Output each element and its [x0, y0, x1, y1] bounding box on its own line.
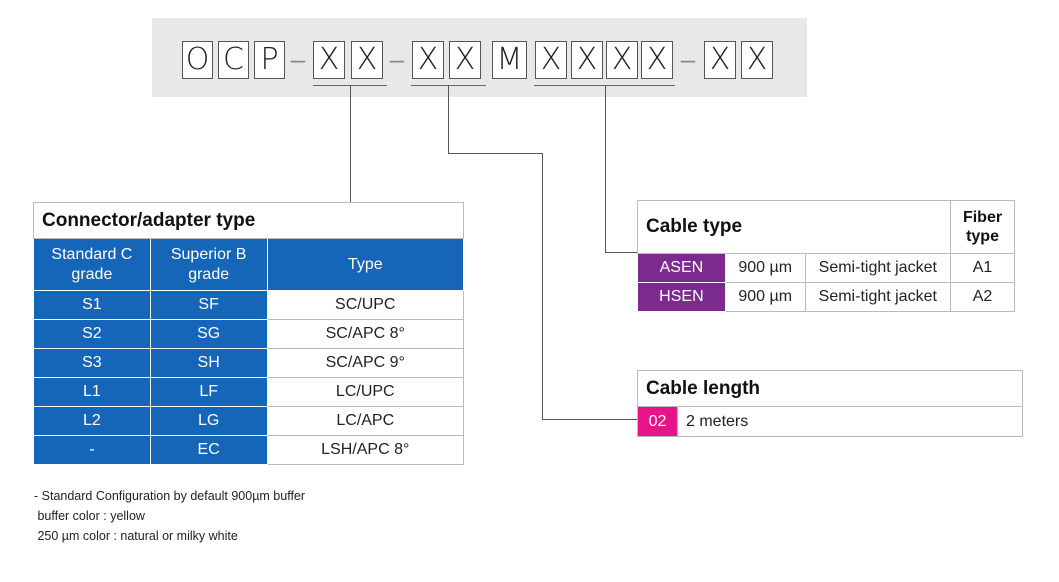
code-char-length-1: X — [412, 41, 444, 79]
code-char-c: C — [218, 41, 249, 79]
jacket-cell: Semi-tight jacket — [804, 253, 952, 283]
length-leader-line — [448, 85, 449, 153]
connector-leader-line — [350, 85, 351, 202]
length-code-cell: 02 — [637, 406, 678, 437]
type-cell: SC/APC 8° — [266, 319, 465, 349]
standard-grade-cell: S2 — [33, 319, 151, 349]
cable-code-cell: HSEN — [637, 282, 726, 312]
code-char-cable-2: X — [571, 41, 603, 79]
standard-grade-cell: L2 — [33, 406, 151, 436]
code-char-p: P — [254, 41, 285, 79]
code-char-last-1: X — [704, 41, 736, 79]
superior-grade-cell: EC — [149, 435, 268, 465]
code-separator: – — [680, 44, 696, 74]
table-row: L1 LF LC/UPC — [33, 377, 465, 407]
table-row: ASEN 900 µm Semi-tight jacket A1 — [637, 253, 1015, 283]
superior-grade-cell: LF — [149, 377, 268, 407]
fiber-type-cell: A2 — [950, 282, 1015, 312]
header-standard-grade: Standard C grade — [33, 238, 151, 291]
length-value-cell: 2 meters — [677, 406, 1023, 437]
connector-table-title: Connector/adapter type — [33, 202, 464, 239]
table-row: 02 2 meters — [637, 406, 1023, 437]
superior-grade-cell: SG — [149, 319, 268, 349]
header-superior-grade: Superior B grade — [149, 238, 268, 291]
code-char-m: M — [492, 41, 527, 79]
type-cell: LC/UPC — [266, 377, 465, 407]
code-char-length-2: X — [449, 41, 481, 79]
table-row: HSEN 900 µm Semi-tight jacket A2 — [637, 282, 1015, 312]
superior-grade-cell: LG — [149, 406, 268, 436]
table-row: - EC LSH/APC 8° — [33, 435, 465, 465]
cable-group-underline — [534, 85, 675, 86]
cable-code-cell: ASEN — [637, 253, 726, 283]
standard-grade-cell: S3 — [33, 348, 151, 378]
superior-grade-cell: SF — [149, 290, 268, 320]
length-leader-line — [542, 419, 638, 420]
header-type: Type — [266, 238, 465, 291]
cable-length-title: Cable length — [637, 370, 1023, 407]
code-char-cable-1: X — [535, 41, 567, 79]
cable-type-title: Cable type — [636, 200, 952, 254]
type-cell: SC/APC 9° — [266, 348, 465, 378]
configuration-notes: - Standard Configuration by default 900µ… — [34, 486, 305, 546]
jacket-cell: Semi-tight jacket — [804, 282, 952, 312]
code-separator: – — [389, 44, 405, 74]
table-row: S3 SH SC/APC 9° — [33, 348, 465, 378]
code-char-connector-2: X — [351, 41, 383, 79]
type-cell: LC/APC — [266, 406, 465, 436]
table-row: L2 LG LC/APC — [33, 406, 465, 436]
table-row: S1 SF SC/UPC — [33, 290, 465, 320]
type-cell: LSH/APC 8° — [266, 435, 465, 465]
standard-grade-cell: - — [33, 435, 151, 465]
buffer-size-cell: 900 µm — [724, 253, 806, 283]
length-leader-line — [542, 153, 543, 420]
code-separator: – — [290, 44, 306, 74]
fiber-type-header: Fiber type — [950, 200, 1015, 254]
note-line: buffer color : yellow — [34, 509, 145, 523]
cable-type-table: Cable type Fiber type ASEN 900 µm Semi-t… — [636, 200, 1015, 312]
note-line: - Standard Configuration by default 900µ… — [34, 489, 306, 503]
fiber-type-cell: A1 — [950, 253, 1015, 283]
cable-length-table: Cable length 02 2 meters — [637, 370, 1023, 437]
code-char-connector-1: X — [313, 41, 345, 79]
code-char-cable-3: X — [606, 41, 638, 79]
code-char-last-2: X — [741, 41, 773, 79]
connector-adapter-table: Connector/adapter type Standard C grade … — [33, 202, 465, 465]
note-line: 250 µm color : natural or milky white — [34, 529, 238, 543]
table-row: S2 SG SC/APC 8° — [33, 319, 465, 349]
cable-leader-line — [605, 85, 606, 253]
type-cell: SC/UPC — [266, 290, 465, 320]
standard-grade-cell: S1 — [33, 290, 151, 320]
superior-grade-cell: SH — [149, 348, 268, 378]
length-leader-line — [448, 153, 543, 154]
code-char-o: O — [182, 41, 213, 79]
code-char-cable-4: X — [641, 41, 673, 79]
cable-leader-line — [605, 252, 638, 253]
buffer-size-cell: 900 µm — [724, 282, 806, 312]
standard-grade-cell: L1 — [33, 377, 151, 407]
